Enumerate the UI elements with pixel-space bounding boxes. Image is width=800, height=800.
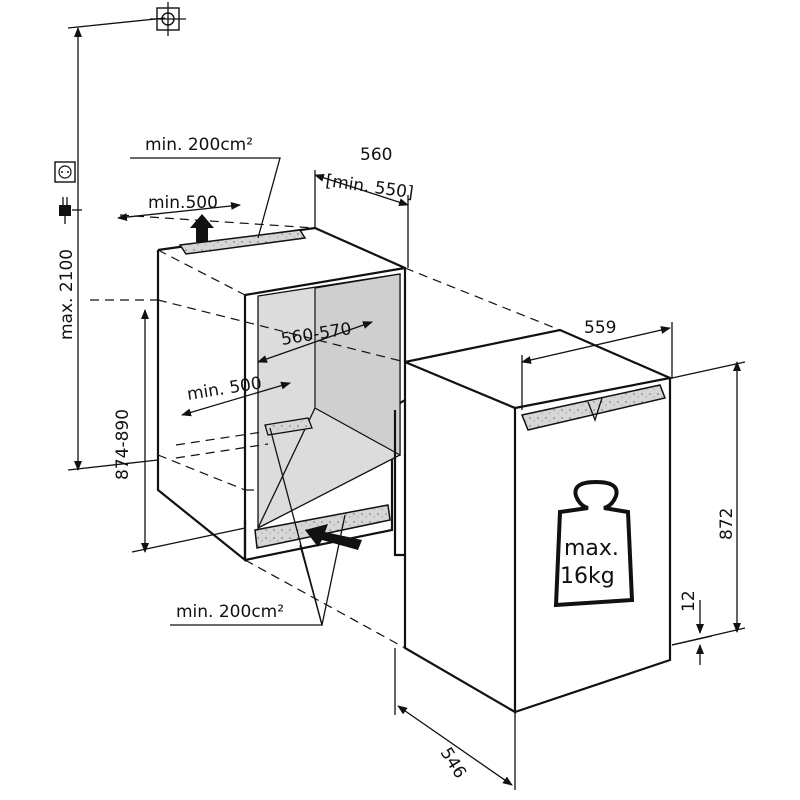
bottom-internal-vent [264,417,313,436]
projection-top [404,267,561,331]
niche-depth-label: 560 [360,145,392,165]
airflow-in-arrow [305,524,362,550]
dimension-niche-height: 874-890 [113,309,246,553]
max-load-line2: 16kg [560,564,615,589]
max-height-label: max. 2100 [57,249,77,340]
ceiling-light-icon [150,2,186,36]
niche-depth-min-label: [min. 550] [324,171,414,203]
top-clearance-label: min.500 [148,193,218,213]
max-load-line1: max. [564,536,619,561]
appliance-width-label: 559 [584,318,616,338]
niche-height-label: 874-890 [113,409,133,480]
projection-bottom [244,559,406,649]
dimension-appliance-height: 872 [671,361,746,646]
appliance-depth-label: 546 [436,744,470,782]
airflow-up-arrow [190,214,214,242]
power-plug-icon [59,197,82,224]
appliance-height-label: 872 [717,508,737,540]
bottom-clearance-label: min. 500 [186,373,264,405]
appliance-top-vent [520,384,667,431]
callout-top-vent: min. 200cm² [130,135,281,239]
callout-bottom-vent: min. 200cm² [170,427,362,626]
bottom-vent-label: min. 200cm² [176,602,284,622]
dimension-max-height: max. 2100 [57,17,166,471]
top-vent-slot [178,229,307,255]
dimension-appliance-depth: 546 [394,648,516,790]
plinth-gap-label: 12 [679,590,699,612]
dimension-top-clearance: min.500 [117,193,241,242]
weight-icon: max. 16kg [553,479,635,608]
dimension-appliance-width: 559 [521,318,673,410]
power-socket-icon [54,161,76,183]
top-vent-label: min. 200cm² [145,135,253,155]
dimension-plinth-gap: 12 [671,590,713,665]
projection-top-left [119,214,316,229]
